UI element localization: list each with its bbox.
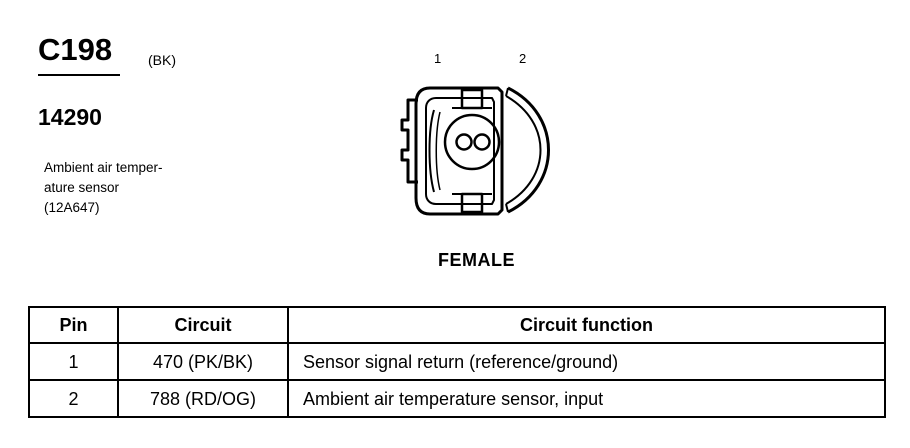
description-line: (12A647) [44,200,100,215]
pin-2-terminal [473,133,491,151]
circuit-cell: 788 (RD/OG) [117,379,289,418]
connector-body-inner [425,97,495,205]
outer-shroud-arc-inner [505,95,542,205]
header-pin: Pin [28,306,119,344]
pin-label-2: 2 [519,51,527,66]
header-circuit-function: Circuit function [287,306,886,344]
circuit-cell: 470 (PK/BK) [117,342,289,381]
function-cell: Ambient air temperature sensor, input [287,379,886,418]
locking-tab [400,98,418,184]
function-cell: Sensor signal return (reference/ground) [287,342,886,381]
connector-id-underline [38,74,120,76]
table-row: 2 788 (RD/OG) Ambient air temperature se… [28,379,886,418]
connector-gender-label: FEMALE [438,250,515,270]
connector-id: C198 [38,32,113,67]
description-line: ature sensor [44,180,120,195]
connector-body-outer [414,86,504,216]
outer-shroud-end-bottom [505,203,509,213]
pin-cell: 2 [28,379,119,418]
outer-shroud-end-top [505,87,509,97]
table-row: 1 470 (PK/BK) Sensor signal return (refe… [28,342,886,381]
table-header-row: Pin Circuit Circuit function [28,306,886,344]
left-rib-2 [435,111,441,191]
pin-cavity-ring [443,113,501,171]
pin-cell: 1 [28,342,119,381]
pin-label-1: 1 [434,51,442,66]
pin-circuit-table: Pin Circuit Circuit function 1 470 (PK/B… [28,306,886,418]
left-rib [428,109,435,193]
outer-shroud-arc [507,86,550,214]
connector-face-diagram [400,86,550,216]
connector-color-code: (BK) [148,52,176,68]
component-description: Ambient air temper- ature sensor (12A647… [44,158,163,218]
description-line: Ambient air temper- [44,160,163,175]
pin-1-terminal [455,133,473,151]
header-circuit: Circuit [117,306,289,344]
part-number: 14290 [38,104,102,130]
